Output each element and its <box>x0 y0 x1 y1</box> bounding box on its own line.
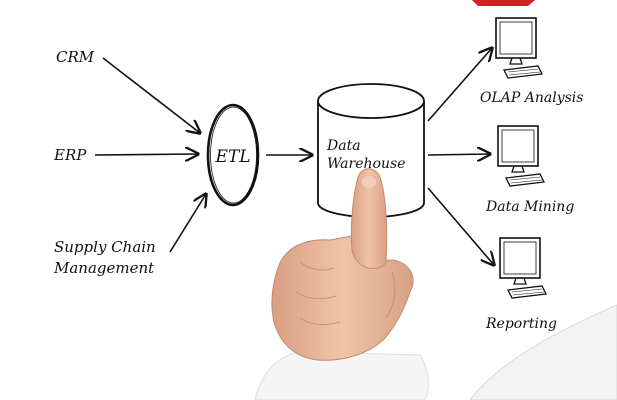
data-warehouse-node: Data Warehouse <box>317 83 425 218</box>
etl-label: ETL <box>214 147 250 167</box>
keyboard-icon <box>505 173 545 187</box>
arrow-warehouse-to-mining <box>427 154 490 155</box>
pointing-hand <box>254 168 617 400</box>
source-erp-label: ERP <box>53 146 87 164</box>
source-supply-chain-line1: Supply Chain <box>54 238 156 256</box>
etl-ellipse <box>206 103 260 207</box>
source-supply-chain-line2: Management <box>53 259 155 277</box>
arrow-warehouse-to-reporting <box>427 187 494 265</box>
arrow-erp-to-etl <box>94 154 198 155</box>
olap-analysis-label: OLAP Analysis <box>480 90 583 106</box>
red-accent-shape <box>472 0 535 6</box>
computer-monitor-icon <box>499 237 541 279</box>
olap-computer <box>495 17 543 79</box>
arrow-warehouse-to-olap <box>427 48 492 122</box>
hand-index-finger <box>350 168 388 269</box>
source-crm-label: CRM <box>56 48 95 66</box>
warehouse-label-line2: Warehouse <box>327 156 405 172</box>
hand-palm <box>271 235 414 361</box>
computer-monitor-icon <box>495 17 537 59</box>
reporting-label: Reporting <box>485 316 557 332</box>
computer-monitor-icon <box>497 125 539 167</box>
etl-node: ETL <box>206 103 260 207</box>
keyboard-icon <box>503 65 543 79</box>
keyboard-icon <box>507 285 547 299</box>
reporting-computer <box>499 237 547 299</box>
warehouse-label-line1: Data <box>326 138 361 154</box>
mining-computer <box>497 125 545 187</box>
arrow-crm-to-etl <box>102 57 200 133</box>
arrow-supply-chain-to-etl <box>169 194 206 253</box>
warehouse-cylinder-top <box>317 83 425 119</box>
data-mining-label: Data Mining <box>485 199 574 215</box>
